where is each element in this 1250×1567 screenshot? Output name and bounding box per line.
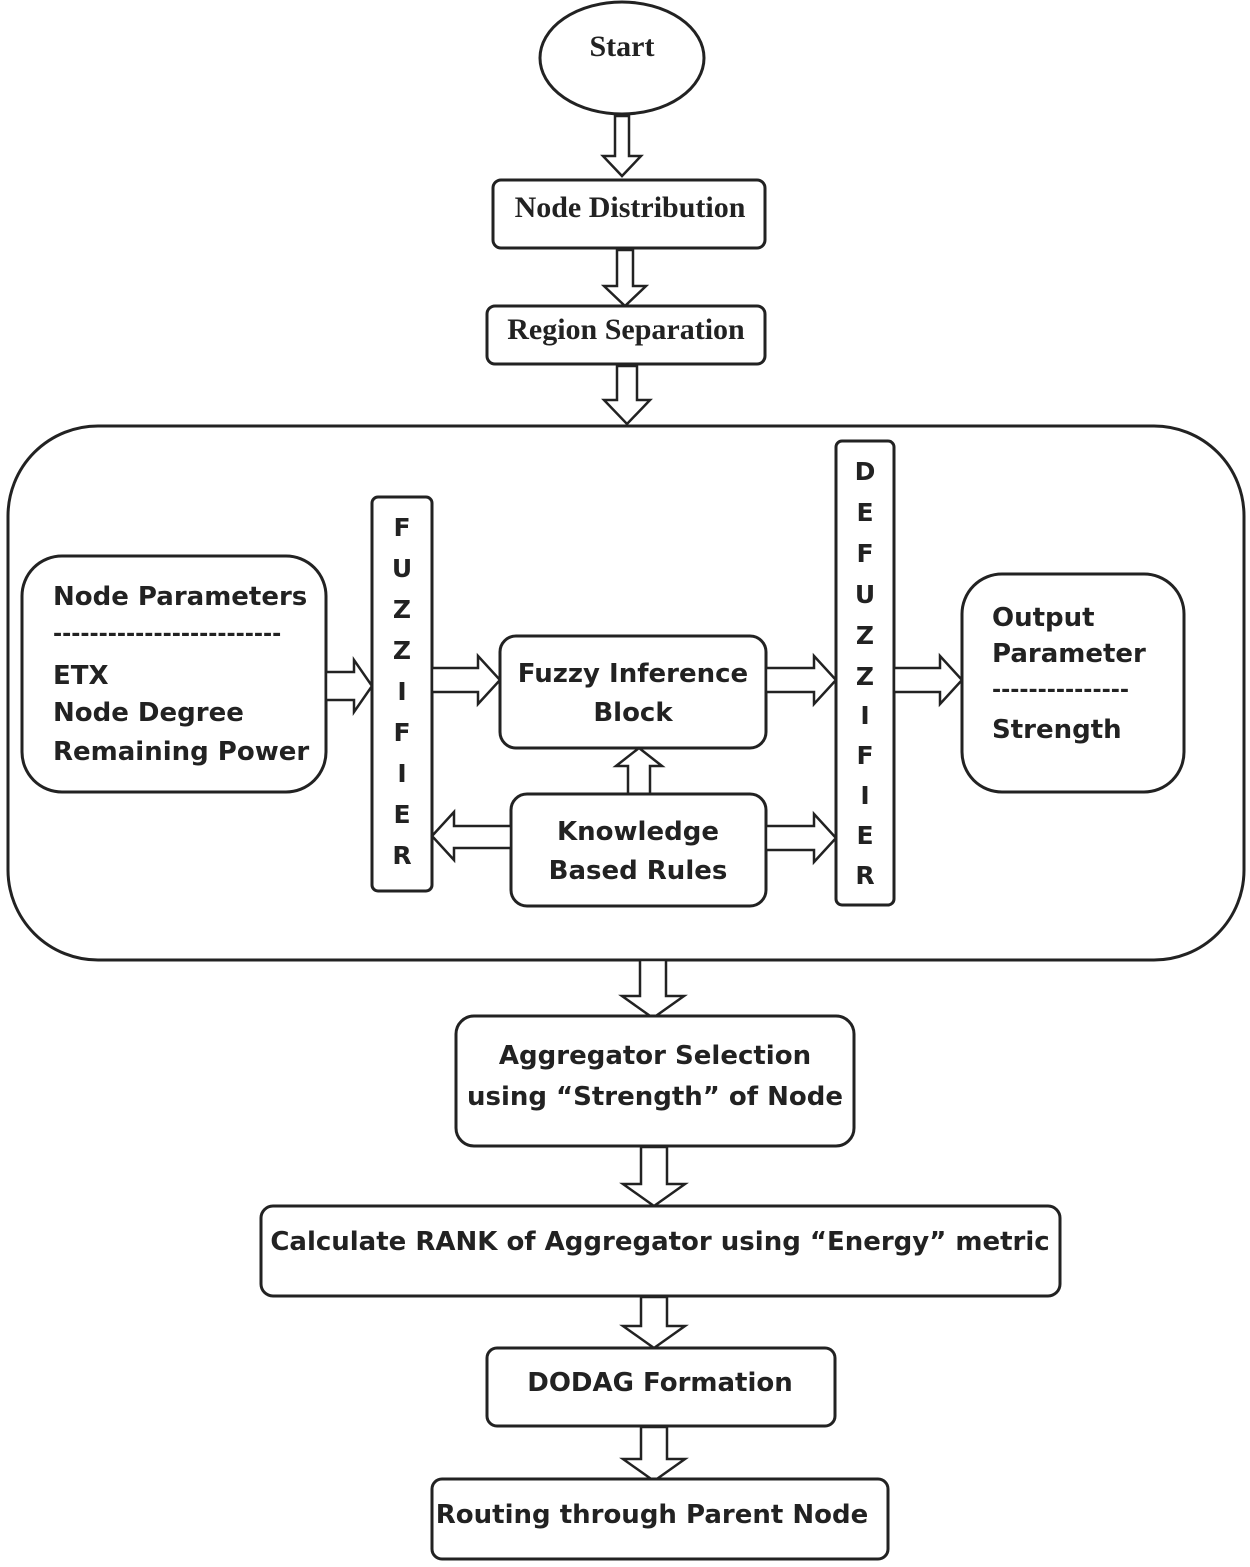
region-separation-box: Region Separation <box>485 304 767 366</box>
arrow-distribution-to-region <box>600 248 650 308</box>
arrow-rank-to-dodag <box>619 1295 689 1350</box>
arrow-region-to-fuzzy <box>601 364 653 426</box>
arrow-params-to-fuzzifier <box>324 655 374 717</box>
fuzzifier-letter: E <box>393 800 410 829</box>
fuzzifier-letter: F <box>393 718 410 747</box>
routing-box: Routing through Parent Node <box>430 1477 890 1561</box>
fuzzifier-box: F U Z Z I F I E R <box>370 495 434 893</box>
output-title-line: Output <box>992 603 1095 633</box>
output-value: Strength <box>992 715 1122 745</box>
knowledge-rules-line: Knowledge <box>557 817 719 847</box>
arrow-defuzzifier-to-output <box>892 652 964 708</box>
node-parameters-separator: ------------------------- <box>53 622 281 647</box>
aggregator-selection-line: using “Strength” of Node <box>467 1082 843 1112</box>
node-parameter-node-degree: Node Degree <box>53 698 244 728</box>
fuzzifier-letter: U <box>392 554 412 583</box>
defuzzifier-box: D E F U Z Z I F I E R <box>834 439 896 907</box>
node-parameter-remaining-power: Remaining Power <box>53 737 309 767</box>
node-parameter-etx: ETX <box>53 661 109 691</box>
dodag-formation-box: DODAG Formation <box>485 1346 837 1428</box>
arrow-rules-to-defuzzifier <box>764 810 838 866</box>
defuzzifier-letter: Z <box>856 662 874 691</box>
defuzzifier-letter: D <box>855 457 876 486</box>
defuzzifier-letter: I <box>860 701 869 730</box>
arrow-rules-to-inference <box>612 746 666 796</box>
routing-label: Routing through Parent Node <box>436 1500 868 1530</box>
fuzzifier-letter: I <box>397 677 406 706</box>
defuzzifier-letter: I <box>860 781 869 810</box>
output-parameter-box: Output Parameter --------------- Strengt… <box>960 572 1186 794</box>
start-label: Start <box>590 30 655 63</box>
defuzzifier-letter: U <box>855 580 875 609</box>
arrow-dodag-to-routing <box>619 1425 689 1483</box>
arrow-start-to-distribution <box>600 114 644 178</box>
fuzzy-inference-line: Fuzzy Inference <box>518 659 748 689</box>
arrow-aggregator-to-rank <box>619 1145 689 1208</box>
defuzzifier-letter: R <box>855 861 874 890</box>
calculate-rank-label: Calculate RANK of Aggregator using “Ener… <box>270 1227 1049 1257</box>
node-parameters-title: Node Parameters <box>53 582 307 612</box>
defuzzifier-letter: E <box>856 821 873 850</box>
defuzzifier-letter: Z <box>856 621 874 650</box>
aggregator-selection-line: Aggregator Selection <box>499 1041 811 1071</box>
defuzzifier-letter: F <box>856 539 873 568</box>
knowledge-rules-line: Based Rules <box>549 856 728 886</box>
calculate-rank-box: Calculate RANK of Aggregator using “Ener… <box>259 1204 1062 1298</box>
node-distribution-label: Node Distribution <box>515 191 746 224</box>
start-node: Start <box>538 0 706 116</box>
output-title-line: Parameter <box>992 639 1146 669</box>
fuzzy-inference-line: Block <box>593 698 673 728</box>
arrow-fuzzifier-to-inference <box>430 652 502 708</box>
fuzzifier-letter: I <box>397 759 406 788</box>
arrow-fuzzy-to-aggregator <box>618 958 688 1020</box>
arrow-inference-to-defuzzifier <box>764 652 838 708</box>
knowledge-rules-box: Knowledge Based Rules <box>509 792 768 908</box>
fuzzy-inference-box: Fuzzy Inference Block <box>498 634 768 750</box>
defuzzifier-letter: F <box>856 741 873 770</box>
arrow-rules-to-fuzzifier <box>430 808 513 864</box>
node-distribution-box: Node Distribution <box>491 178 767 250</box>
region-separation-label: Region Separation <box>507 313 745 346</box>
fuzzifier-letter: R <box>392 841 411 870</box>
dodag-formation-label: DODAG Formation <box>527 1368 793 1398</box>
aggregator-selection-box: Aggregator Selection using “Strength” of… <box>454 1014 856 1148</box>
fuzzifier-letter: Z <box>393 595 411 624</box>
defuzzifier-letter: E <box>856 498 873 527</box>
node-parameters-box: Node Parameters ------------------------… <box>20 554 328 794</box>
output-separator: --------------- <box>992 678 1129 703</box>
fuzzifier-letter: Z <box>393 636 411 665</box>
fuzzifier-letter: F <box>393 513 410 542</box>
